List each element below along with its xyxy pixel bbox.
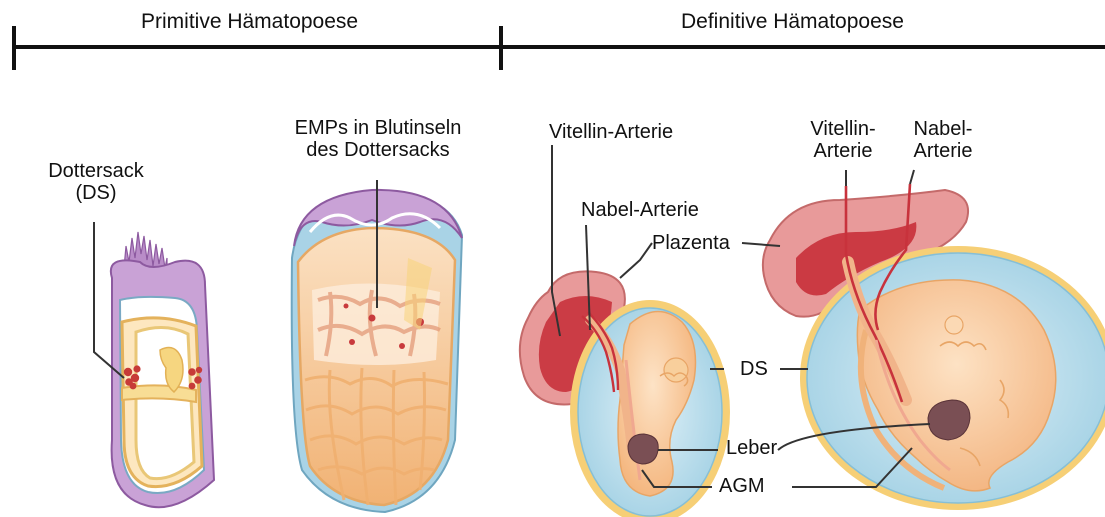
umbilical-artery-right-line1: Nabel- [898, 118, 988, 140]
early-yolk-sac [94, 222, 214, 507]
umbilical-artery-left-label: Nabel-Arterie [581, 199, 699, 221]
vitellin-artery-left-label: Vitellin-Arterie [549, 121, 673, 143]
umbilical-right-leader [910, 170, 914, 184]
ds-label: DS [740, 358, 768, 380]
placenta-label: Plazenta [652, 232, 730, 254]
embryo-1-liver [628, 434, 658, 464]
vitellin-artery-right-line1: Vitellin- [788, 118, 898, 140]
emps-label-line2: des Dottersacks [268, 139, 488, 161]
embryo-2-liver [928, 400, 970, 440]
embryo-1-head-bulge [664, 358, 688, 382]
definitive-hematopoiesis-label: Definitive Hämatopoese [681, 10, 904, 34]
embryo-stage-1 [520, 271, 730, 517]
yolk-sac-label-line2: (DS) [32, 182, 160, 204]
primitive-hematopoiesis-label: Primitive Hämatopoese [141, 10, 358, 34]
agm-label: AGM [719, 475, 765, 497]
placenta-leader-1 [620, 243, 652, 278]
umbilical-artery-right-line2: Arterie [898, 140, 988, 162]
vitellin-artery-right-label: Vitellin- Arterie [788, 118, 898, 163]
vitellin-artery-right-line2: Arterie [788, 140, 898, 162]
emps-label: EMPs in Blutinseln des Dottersacks [268, 117, 488, 162]
yolk-sac-label: Dottersack (DS) [32, 160, 160, 205]
umbilical-artery-right-label: Nabel- Arterie [898, 118, 988, 163]
emps-label-line1: EMPs in Blutinseln [268, 117, 488, 139]
embryo-2-eye [945, 316, 963, 334]
liver-label: Leber [726, 437, 777, 459]
embryo-stage-2 [763, 184, 1105, 510]
yolk-sac-blood-islands [292, 180, 462, 512]
yolk-sac-label-line1: Dottersack [32, 160, 160, 182]
